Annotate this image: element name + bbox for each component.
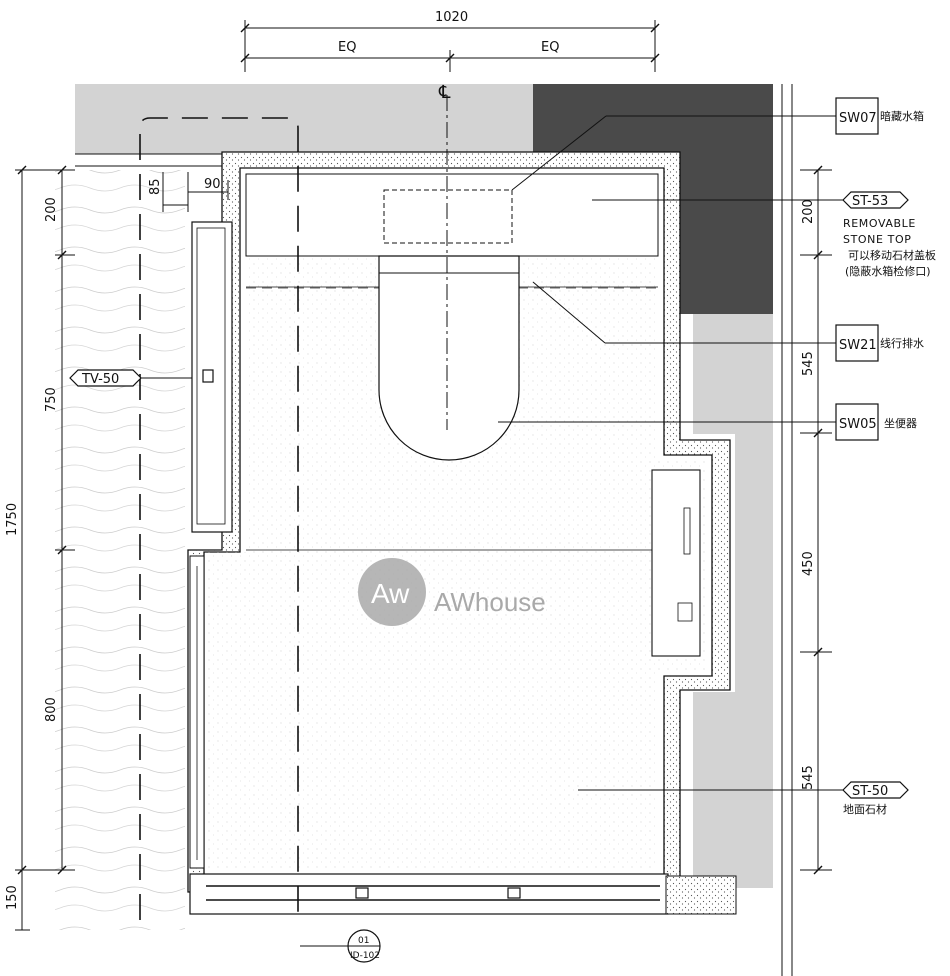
tag-sw07-note: 暗藏水箱 [880, 109, 924, 123]
dim-eq-left: EQ [338, 40, 356, 55]
tag-st50: ST-50 地面石材 [842, 781, 909, 816]
dim-left-150: 150 [5, 885, 20, 910]
tag-sw21-note: 线行排水 [880, 336, 924, 350]
tag-st53-line-3: 可以移动石材盖板 [848, 248, 936, 262]
wood-wall-left [55, 170, 185, 930]
centerline-symbol: ℄ [438, 82, 451, 103]
dim-90: 90 [204, 177, 221, 192]
right-dimensions: 200 545 450 545 [800, 165, 832, 875]
tag-st50-code: ST-50 [852, 784, 888, 799]
tag-tv50-code: TV-50 [81, 372, 119, 387]
dim-right-200: 200 [801, 199, 816, 224]
dim-85: 85 [148, 178, 163, 195]
watermark-logo [358, 558, 426, 626]
section-marker-bottom: ID-102 [350, 951, 380, 961]
leader-lines [140, 115, 843, 947]
wall-niche [651, 469, 701, 657]
watermark-logo-letters: Aw [371, 578, 410, 609]
tag-st53-line-2: STONE TOP [843, 233, 911, 246]
watermark: Aw AWhouse [358, 558, 546, 626]
tag-st53-line-4: (隐蔽水箱检修口) [845, 264, 931, 278]
wall-top-light [75, 84, 533, 154]
section-marker: 01 ID-102 [347, 929, 381, 963]
dim-right-450: 450 [801, 551, 816, 576]
dim-eq-right: EQ [541, 40, 559, 55]
wall-right-light-2 [735, 434, 773, 692]
dim-right-545-top: 545 [801, 351, 816, 376]
tag-sw21: SW21 线行排水 [835, 324, 924, 362]
detail-dimensions: 85 90 [148, 172, 229, 212]
tag-st53-code: ST-53 [852, 194, 888, 209]
dim-left-800: 800 [44, 697, 59, 722]
tag-st53-line-1: REMOVABLE [843, 217, 916, 230]
dim-left-1750: 1750 [5, 503, 20, 536]
tag-sw05-note: 坐便器 [884, 417, 917, 430]
wall-right-light-1 [693, 314, 773, 434]
dim-overall-width: 1020 [435, 10, 468, 25]
tag-sw07-code: SW07 [839, 111, 877, 126]
dim-left-200: 200 [44, 197, 59, 222]
watermark-brand: AWhouse [434, 587, 546, 617]
tag-st50-note: 地面石材 [843, 802, 887, 816]
dim-left-750: 750 [44, 387, 59, 412]
section-marker-top: 01 [358, 936, 369, 946]
toilet [378, 255, 520, 461]
tag-sw05: SW05 坐便器 [835, 403, 917, 441]
floor-area [208, 174, 705, 870]
door-threshold [189, 873, 737, 915]
left-dimensions: 200 750 1750 800 150 [5, 165, 75, 931]
tag-sw05-code: SW05 [839, 417, 877, 432]
tag-tv50: TV-50 [69, 369, 142, 387]
tag-sw07: SW07 暗藏水箱 [835, 97, 924, 135]
top-dimensions: 1020 EQ EQ [240, 10, 660, 72]
tag-st53: ST-53 REMOVABLE STONE TOP 可以移动石材盖板 (隐蔽水箱… [842, 191, 936, 278]
concealed-cistern [383, 189, 513, 244]
tag-sw21-code: SW21 [839, 338, 877, 353]
stone-top-band [245, 173, 659, 257]
dim-right-545-bottom: 545 [801, 765, 816, 790]
